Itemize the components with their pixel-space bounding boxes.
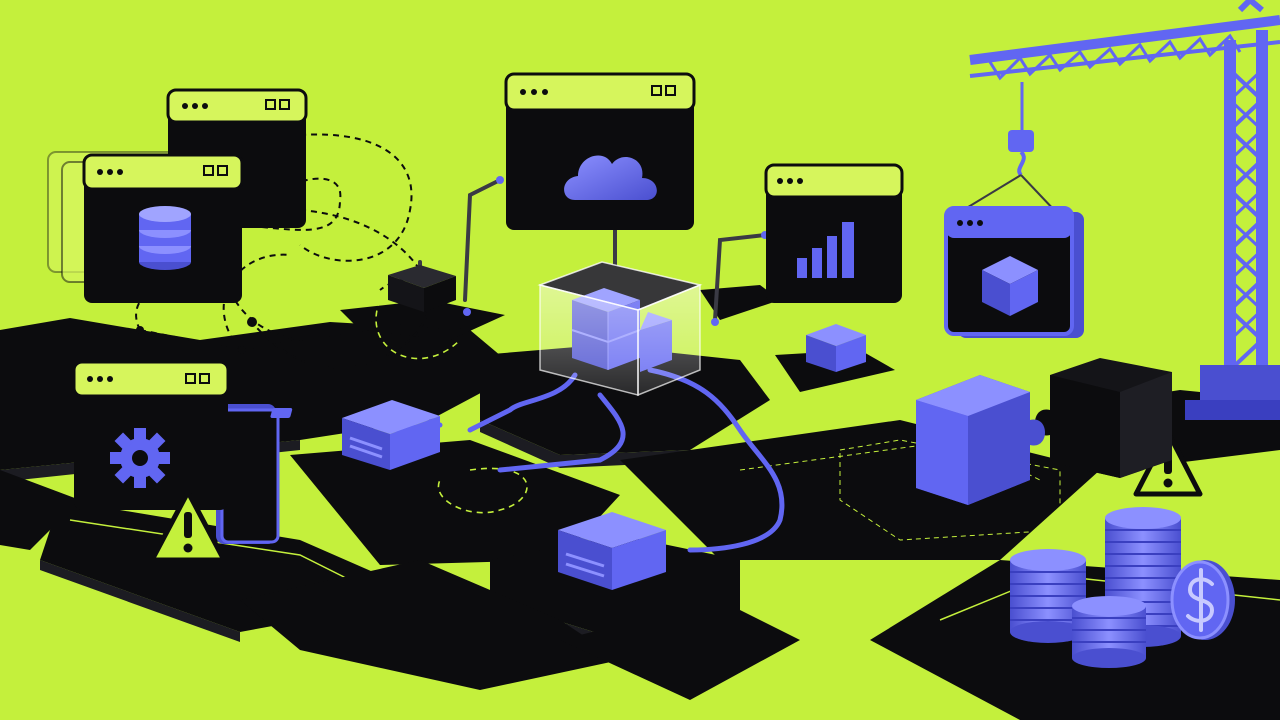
puzzle-piece-icon [916, 375, 1045, 505]
warning-icon [149, 489, 227, 563]
cloud-window [504, 72, 696, 230]
bar-chart-icon [797, 222, 854, 278]
small-cube [806, 324, 866, 372]
puzzle-piece-icon [1035, 358, 1172, 478]
dashed-connectors-light [375, 299, 851, 514]
gear-icon [110, 428, 170, 488]
database-window-stack [47, 88, 308, 303]
central-hub [537, 261, 703, 397]
coin-stack [1072, 596, 1146, 668]
coin-stacks [1010, 507, 1235, 668]
settings-window [72, 360, 280, 544]
analytics-window [764, 163, 904, 303]
cloud-icon [564, 155, 657, 200]
black-node [388, 265, 456, 312]
database-icon [139, 206, 191, 270]
crane-icon [969, 0, 1280, 380]
server-box-left [270, 400, 440, 470]
server-box-bottom [558, 512, 666, 590]
dollar-coin-icon [1170, 560, 1235, 640]
hanging-cube-window [944, 206, 1084, 338]
cube-icon [982, 256, 1038, 316]
